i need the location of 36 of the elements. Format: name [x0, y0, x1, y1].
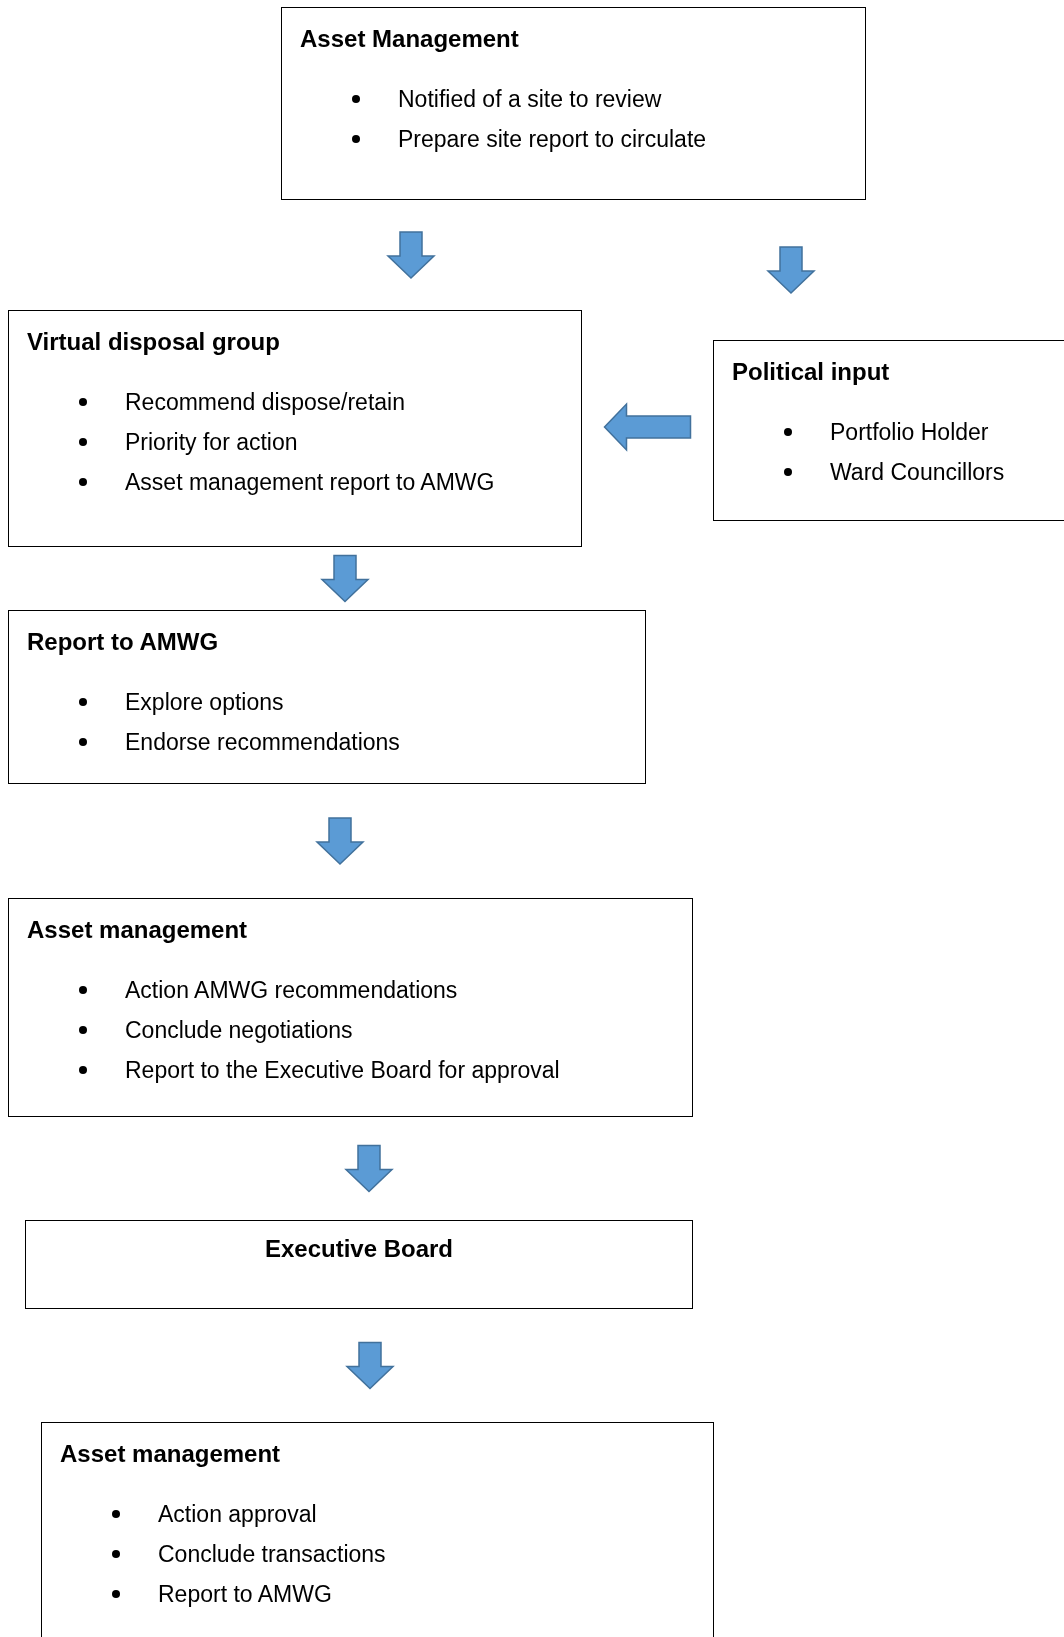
- bullet-text: Asset management report to AMWG: [125, 468, 495, 497]
- block-arrow: [766, 246, 816, 295]
- bullet-text: Recommend dispose/retain: [125, 388, 405, 417]
- process-box: [41, 1422, 714, 1637]
- bullet-text: Conclude transactions: [158, 1540, 386, 1569]
- bullet-text: Report to the Executive Board for approval: [125, 1056, 560, 1085]
- bullet-text: Ward Councillors: [830, 458, 1005, 487]
- bullet-text: Conclude negotiations: [125, 1016, 353, 1045]
- process-box: [713, 340, 1064, 521]
- box-heading: Executive Board: [263, 1234, 455, 1264]
- box-heading: Asset Management: [300, 24, 519, 54]
- process-box: [8, 310, 582, 547]
- block-arrow: [345, 1341, 395, 1390]
- box-heading: Asset management: [27, 915, 248, 945]
- bullet-text: Action AMWG recommendations: [125, 976, 458, 1005]
- box-heading: Political input: [732, 357, 890, 387]
- block-arrow: [603, 402, 692, 452]
- bullet-text: Endorse recommendations: [125, 728, 400, 757]
- bullet-text: Portfolio Holder: [830, 418, 989, 447]
- block-arrow: [386, 231, 436, 280]
- process-box: [281, 7, 866, 200]
- process-box: [8, 898, 693, 1117]
- block-arrow: [344, 1144, 394, 1193]
- process-box: [8, 610, 646, 784]
- process-box: [25, 1220, 693, 1309]
- block-arrow: [320, 554, 370, 603]
- box-heading: Report to AMWG: [27, 627, 219, 657]
- bullet-text: Explore options: [125, 688, 284, 717]
- box-heading: Asset management: [60, 1439, 281, 1469]
- block-arrow: [315, 817, 365, 866]
- bullet-text: Prepare site report to circulate: [398, 125, 707, 154]
- bullet-text: Report to AMWG: [158, 1580, 332, 1609]
- bullet-text: Action approval: [158, 1500, 317, 1529]
- box-heading: Virtual disposal group: [27, 327, 280, 357]
- bullet-text: Notified of a site to review: [398, 85, 662, 114]
- bullet-text: Priority for action: [125, 428, 298, 457]
